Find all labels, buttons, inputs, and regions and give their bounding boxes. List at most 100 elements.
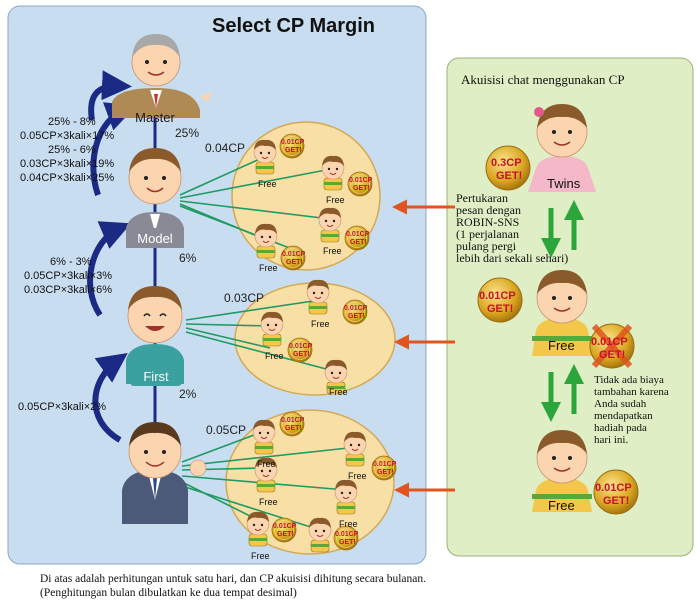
tier-label-first: First (143, 369, 169, 384)
no-extra-text: hadiah pada (594, 422, 647, 434)
calc-model-line: 0.03CP×3kali×6% (24, 284, 113, 296)
master-figure (112, 34, 212, 118)
free-label: Free (348, 471, 367, 481)
exchange-text: lebih dari sekali sehari) (456, 251, 569, 265)
free-coin-amount: 0.01CP (479, 290, 516, 302)
coin-amount: 0.01CP (344, 305, 368, 312)
arrow-to-master-top (88, 70, 132, 121)
free-figure-top (532, 270, 592, 356)
coin-icon (279, 133, 305, 159)
child-icon (260, 311, 284, 347)
coin-icon (371, 455, 397, 481)
coin-icon (593, 469, 639, 515)
coin-action: GET! (285, 425, 302, 432)
free-label: Free (251, 551, 270, 561)
link-lines (179, 157, 349, 531)
free-label-bottom: Free (548, 498, 575, 513)
free-label: Free (329, 387, 348, 397)
no-extra-text: hari ini. (594, 434, 629, 446)
coin-action: GET! (339, 539, 356, 546)
exchange-text: Pertukaran (456, 191, 508, 205)
group-cp-first: 0.03CP (224, 291, 265, 305)
diagram-title: Select CP Margin (212, 15, 376, 37)
coin-icon (280, 245, 306, 271)
calc-first-line: 0.05CP×3kali×2% (18, 401, 107, 413)
coin-icon (271, 517, 297, 543)
group-cp-base: 0.05CP (206, 423, 247, 437)
denied-coin-amount: 0.01CP (591, 336, 628, 348)
calc-master-line: 0.04CP×3kali×25% (20, 172, 115, 184)
twins-coin-action: GET! (496, 170, 523, 182)
calc-master-line: 25% - 8% (48, 116, 96, 128)
child-icon (334, 479, 358, 515)
child-icon (246, 511, 270, 547)
free-label: Free (323, 246, 342, 256)
coin-amount: 0.01CP (346, 231, 370, 238)
coin-icon (342, 299, 368, 325)
footnote-line: (Penghitungan bulan dibulatkan ke dua te… (40, 587, 297, 599)
exchange-text: (1 perjalanan (456, 227, 519, 241)
coin-icon (344, 225, 370, 251)
no-extra-text: tambahan karena (594, 386, 669, 398)
no-extra-text: Anda sudah (594, 398, 647, 410)
model-plate (126, 228, 184, 248)
child-icon (308, 517, 332, 553)
coin-action: GET! (350, 239, 367, 246)
share-model: 6% (179, 251, 197, 265)
calc-master-line: 0.05CP×3kali×17% (20, 130, 115, 142)
free2-coin-action: GET! (603, 495, 630, 507)
free-label: Free (259, 263, 278, 273)
coin-icon (287, 337, 313, 363)
coin-action: GET! (377, 469, 394, 476)
calc-model-line: 6% - 3% (50, 256, 92, 268)
right-panel-title: Akuisisi chat menggunakan CP (461, 72, 625, 87)
child-icon (321, 155, 345, 191)
child-icon (343, 431, 367, 467)
calc-model-line: 0.05CP×3kali×3% (24, 270, 113, 282)
free-coin-action: GET! (487, 303, 514, 315)
first-plate (130, 366, 182, 386)
free-label: Free (326, 195, 345, 205)
free2-coin-amount: 0.01CP (595, 482, 632, 494)
free-label: Free (257, 459, 276, 469)
coin-action: GET! (293, 351, 310, 358)
free-label: Free (311, 319, 330, 329)
coin-icon (279, 411, 305, 437)
footnote-line: Di atas adalah perhitungan untuk satu ha… (40, 573, 427, 585)
child-icon (306, 279, 330, 315)
coin-amount: 0.01CP (281, 139, 305, 146)
denied-coin-action: GET! (599, 349, 626, 361)
free-label: Free (258, 179, 277, 189)
denied-coin-icon (589, 323, 635, 369)
coin-amount: 0.01CP (335, 531, 359, 538)
no-extra-text: Tidak ada biaya (594, 374, 664, 386)
coin-action: GET! (286, 259, 303, 266)
child-icon (318, 207, 342, 243)
exchange-text: pesan dengan (456, 203, 521, 217)
child-icon (252, 419, 276, 455)
free-label-top: Free (548, 338, 575, 353)
coin-icon (485, 145, 531, 191)
child-icon (254, 223, 278, 259)
coin-amount: 0.01CP (273, 523, 297, 530)
tier-label-master: Master (135, 110, 175, 125)
exchange-text: pulang pergi (456, 239, 517, 253)
coin-icon (477, 277, 523, 323)
calc-master-line: 0.03CP×3kali×19% (20, 158, 115, 170)
coin-amount: 0.01CP (289, 343, 313, 350)
twins-label: Twins (547, 176, 581, 191)
arrow-to-model (87, 221, 132, 317)
free-label: Free (259, 497, 278, 507)
free-figure-bottom (532, 430, 592, 512)
exchange-text: ROBIN-SNS (456, 215, 520, 229)
free-label: Free (265, 351, 284, 361)
share-master: 25% (175, 126, 200, 140)
coin-action: GET! (348, 313, 365, 320)
coin-amount: 0.01CP (373, 461, 397, 468)
group-cp-model: 0.04CP (205, 141, 246, 155)
coin-icon (347, 171, 373, 197)
coin-amount: 0.01CP (281, 417, 305, 424)
share-first: 2% (179, 387, 197, 401)
coin-amount: 0.01CP (349, 177, 373, 184)
